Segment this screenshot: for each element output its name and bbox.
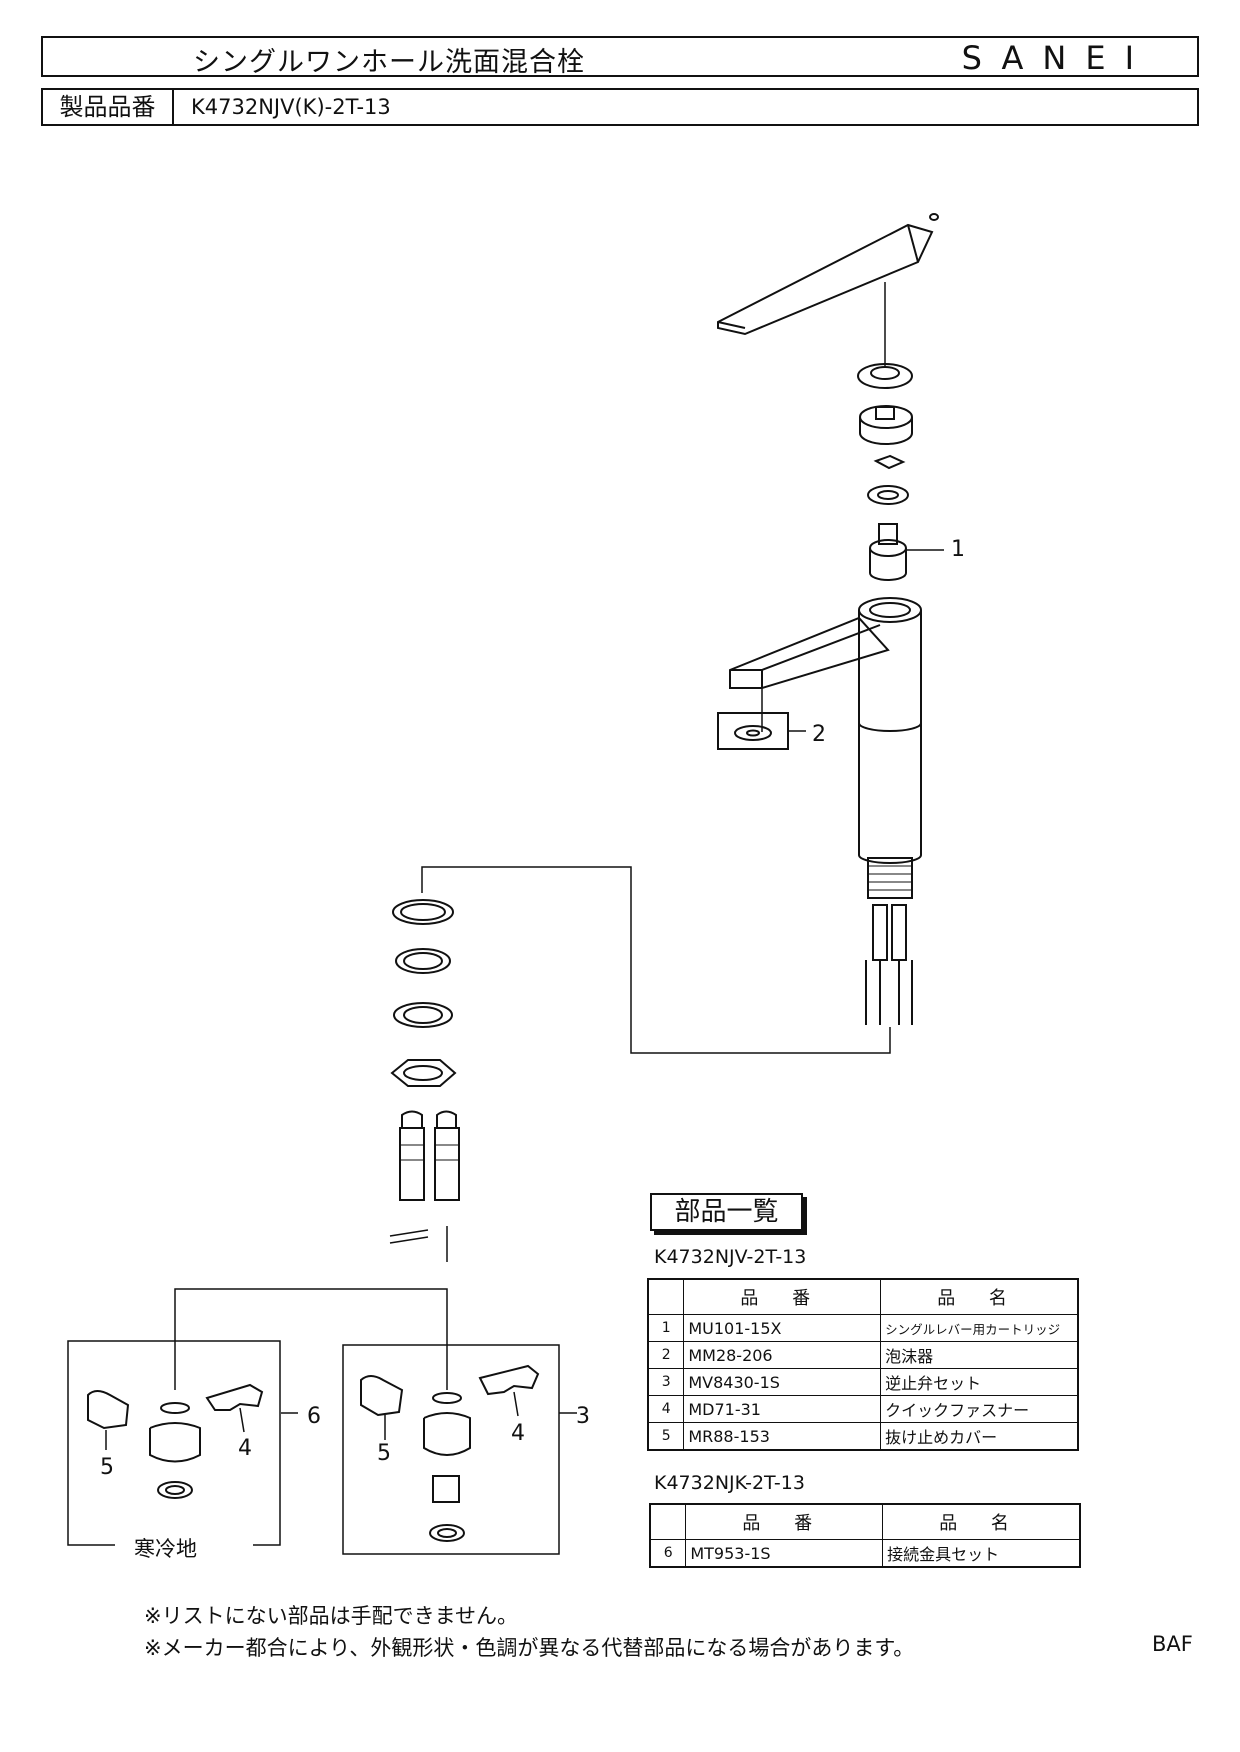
product-number-label: 製品品番 — [43, 90, 174, 124]
callout-2: 2 — [812, 722, 826, 747]
product-number-value: K4732NJV(K)-2T-13 — [191, 95, 391, 119]
column-header-code: 品 番 — [685, 1503, 884, 1540]
row-name: 逆止弁セット — [880, 1368, 1079, 1396]
callout-6: 6 — [307, 1404, 321, 1429]
callout-4-standard: 4 — [511, 1421, 525, 1446]
cap-ring-drawing — [859, 405, 913, 445]
row-name: クイックファスナー — [880, 1395, 1079, 1423]
column-header-code: 品 番 — [683, 1278, 882, 1315]
aerator-drawing — [717, 712, 806, 750]
cartridge-cover-drawing — [857, 363, 913, 389]
row-name: 泡沫器 — [880, 1341, 1079, 1369]
callout-5-cold: 5 — [100, 1455, 114, 1480]
product-number-bar: 製品品番 K4732NJV(K)-2T-13 — [41, 88, 1199, 126]
faucet-body-drawing — [729, 597, 922, 1025]
table-header-row: 品 番 品 名 — [647, 1278, 1079, 1315]
stem-adapter-drawing — [867, 454, 909, 505]
lever-handle-drawing — [717, 213, 939, 336]
callout-1: 1 — [951, 537, 965, 562]
row-no: 5 — [647, 1422, 685, 1451]
supply-hoses-drawing — [389, 1110, 460, 1262]
table-row: 4 MD71-31 クイックファスナー — [647, 1395, 1079, 1423]
note-unlisted-parts: ※リストにない部品は手配できません。 — [144, 1604, 518, 1628]
row-no: 1 — [647, 1314, 685, 1342]
cold-region-label: 寒冷地 — [134, 1537, 197, 1561]
parts-table-1: 品 番 品 名 1 MU101-15X シングルレバー用カートリッジ 2 MM2… — [647, 1278, 1079, 1451]
callout-4-cold: 4 — [238, 1436, 252, 1461]
column-header-name: 品 名 — [882, 1503, 1081, 1540]
row-code: MV8430-1S — [683, 1368, 882, 1396]
row-no: 2 — [647, 1341, 685, 1369]
row-name: シングルレバー用カートリッジ — [880, 1314, 1079, 1342]
parts-list-heading: 部品一覧 — [650, 1193, 803, 1231]
row-code: MT953-1S — [685, 1539, 884, 1568]
table-row: 3 MV8430-1S 逆止弁セット — [647, 1368, 1079, 1396]
row-no: 6 — [649, 1539, 687, 1568]
row-code: MM28-206 — [683, 1341, 882, 1369]
title-bar: シングルワンホール洗面混合栓 SANEI — [41, 36, 1199, 78]
table-row: 2 MM28-206 泡沫器 — [647, 1341, 1079, 1369]
mounting-washers-drawing — [390, 899, 457, 1087]
row-name: 接続金具セット — [882, 1539, 1081, 1568]
model-number-2: K4732NJK-2T-13 — [654, 1472, 805, 1494]
callout-5-standard: 5 — [377, 1441, 391, 1466]
callout-3: 3 — [576, 1404, 590, 1429]
document-title: シングルワンホール洗面混合栓 — [193, 47, 585, 78]
table-header-row: 品 番 品 名 — [649, 1503, 1081, 1540]
row-no: 4 — [647, 1395, 685, 1423]
standard-fitting-box — [342, 1344, 577, 1555]
table-row: 5 MR88-153 抜け止めカバー — [647, 1422, 1079, 1451]
cartridge-drawing — [869, 523, 944, 581]
row-code: MD71-31 — [683, 1395, 882, 1423]
column-header-name: 品 名 — [880, 1278, 1079, 1315]
note-substitute-parts: ※メーカー都合により、外観形状・色調が異なる代替部品になる場合があります。 — [144, 1636, 915, 1660]
brand-logo: SANEI — [961, 39, 1153, 77]
table-row: 1 MU101-15X シングルレバー用カートリッジ — [647, 1314, 1079, 1342]
row-no: 3 — [647, 1368, 685, 1396]
column-header-no — [647, 1278, 685, 1315]
row-name: 抜け止めカバー — [880, 1422, 1079, 1451]
row-code: MU101-15X — [683, 1314, 882, 1342]
page-code: BAF — [1152, 1632, 1193, 1656]
row-code: MR88-153 — [683, 1422, 882, 1451]
parts-table-2: 品 番 品 名 6 MT953-1S 接続金具セット — [649, 1503, 1081, 1568]
table-row: 6 MT953-1S 接続金具セット — [649, 1539, 1081, 1568]
model-number-1: K4732NJV-2T-13 — [654, 1246, 807, 1268]
cold-region-box — [67, 1340, 298, 1546]
column-header-no — [649, 1503, 687, 1540]
